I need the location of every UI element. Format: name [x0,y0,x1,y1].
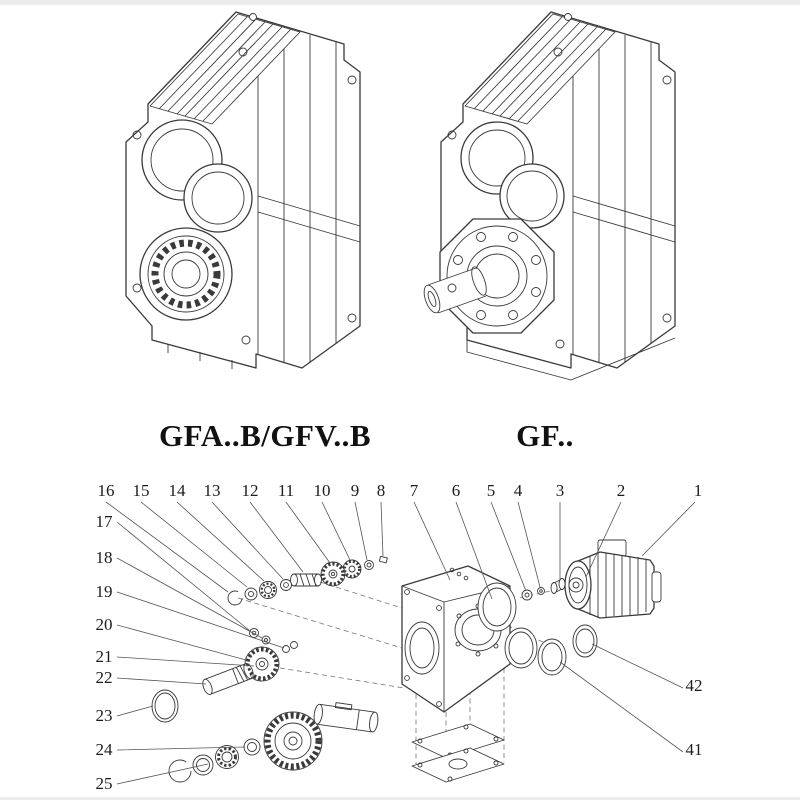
callout-22: 22 [95,668,113,687]
callout-7: 7 [409,481,419,500]
callout-16: 16 [97,481,115,500]
callout-11: 11 [277,481,295,500]
callout-6: 6 [451,481,461,500]
callout-25: 25 [95,774,113,793]
exploded-output-cluster [168,702,379,783]
callout-21: 21 [95,647,113,666]
callout-24: 24 [95,740,113,759]
isometric-drawings [125,11,676,381]
exploded-input-parts [477,578,566,632]
callout-17: 17 [95,512,113,531]
callout-10: 10 [313,481,331,500]
callout-2: 2 [616,481,626,500]
callout-14: 14 [168,481,186,500]
exploded-middle-cluster [151,628,298,723]
model-label-gfab-gfvb: GFA..B/GFV..B [158,418,372,453]
callout-19: 19 [95,582,113,601]
callout-4: 4 [513,481,523,500]
exploded-motor [564,539,662,619]
callout-leader-lines [105,501,696,785]
callout-20: 20 [95,615,113,634]
page-edge-top [0,0,800,5]
exploded-seal-rings [504,624,598,676]
callout-23: 23 [95,706,113,725]
callout-13: 13 [203,481,221,500]
callout-5: 5 [486,481,496,500]
exploded-view-diagram [105,501,696,785]
callout-8: 8 [376,481,386,500]
callout-12: 12 [241,481,259,500]
gearbox-drawing-left [125,11,361,369]
gearbox-drawing-right [423,11,676,381]
callout-18: 18 [95,548,113,567]
callout-9: 9 [350,481,360,500]
exploded-upper-geartrain [227,555,388,606]
model-label-gf: GF.. [516,418,574,453]
callout-41: 41 [685,740,703,759]
callout-42: 42 [685,676,703,695]
exploded-cover-plates [411,723,505,783]
callout-3: 3 [555,481,565,500]
page-edge-bottom [0,797,800,800]
callout-1: 1 [693,481,703,500]
callout-15: 15 [132,481,150,500]
